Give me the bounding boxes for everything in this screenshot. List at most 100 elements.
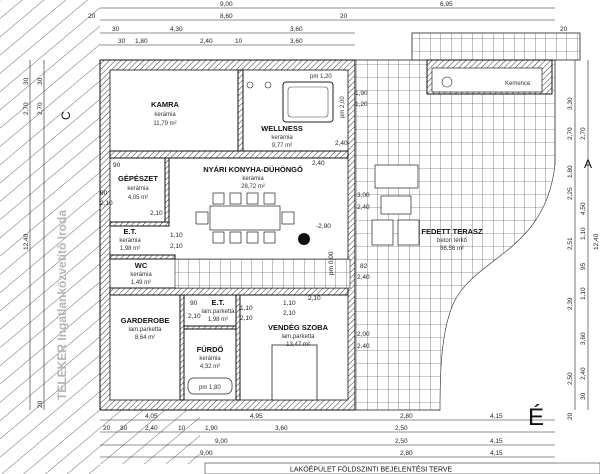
svg-text:kerámia: kerámia — [130, 272, 152, 278]
section-c-marker: C — [59, 111, 73, 120]
dimension-label: 1,10 — [170, 232, 183, 239]
dimension-label: 30 — [37, 77, 44, 85]
dimension-label: 30 — [118, 38, 126, 45]
dimension-label: 12,40 — [23, 233, 30, 250]
svg-text:kerámia: kerámia — [154, 112, 176, 118]
dimension-label: 4,15 — [490, 450, 503, 457]
dimension-label: 2,40 — [312, 160, 325, 167]
dimension-label: 3,60 — [290, 26, 303, 33]
svg-text:kerámia: kerámia — [199, 356, 221, 362]
dimension-label: 1,10 — [240, 305, 253, 312]
svg-text:4,32 m²: 4,32 m² — [200, 364, 220, 370]
dimension-label: 2,10 — [283, 310, 296, 317]
dimension-label: 20 — [340, 13, 348, 20]
svg-text:11,79 m²: 11,79 m² — [153, 121, 176, 127]
dimension-label: 2,10 — [170, 243, 183, 250]
dimension-label: 20 — [103, 425, 111, 432]
dimension-label: 3,60 — [580, 332, 587, 345]
dimension-label: 20 — [567, 412, 574, 420]
dimension-label: 4,50 — [580, 202, 587, 215]
dimension-label: 2,10 — [150, 210, 163, 217]
svg-text:9,77 m²: 9,77 m² — [272, 143, 292, 149]
dimension-label: 2,70 — [37, 102, 44, 115]
dimension-label: 2,10 — [308, 295, 321, 302]
dimension-label: 10 — [235, 38, 243, 45]
grill-icon — [441, 76, 453, 88]
svg-text:4,05 m²: 4,05 m² — [128, 195, 148, 201]
dimension-label: 9,00 — [220, 1, 233, 8]
dimension-label: 20 — [37, 400, 44, 408]
dimension-label: 3,00 — [357, 192, 370, 199]
room-gepeszet: GÉPÉSZET kerámia 4,05 m² — [118, 174, 158, 201]
ground-hatch-bottom — [100, 410, 200, 464]
pm-120-label: pm 1,20 — [310, 74, 332, 80]
dimension-label: 2,25 — [567, 187, 574, 200]
dimension-label: 1,10 — [580, 227, 587, 240]
jacuzzi — [282, 81, 334, 123]
svg-text:1,49 m²: 1,49 m² — [131, 280, 151, 286]
svg-text:kerámia: kerámia — [127, 186, 149, 192]
dimension-label: 4,05 — [145, 413, 158, 420]
dimension-label: 90 — [113, 162, 121, 169]
svg-text:KAMRA: KAMRA — [151, 100, 179, 109]
dimension-label: 20 — [88, 13, 96, 20]
dimension-label: 4,15 — [490, 438, 503, 445]
svg-text:kerámia: kerámia — [119, 238, 141, 244]
dimension-label: 30 — [120, 425, 128, 432]
dimension-label: 2,40 — [200, 38, 213, 45]
room-floor-terasz: beton térkő — [437, 238, 468, 244]
ground-hatch — [0, 0, 100, 474]
dimension-label: 12,40 — [593, 233, 600, 250]
svg-text:1,98 m²: 1,98 m² — [120, 246, 140, 252]
dimension-label: 2,40 — [357, 204, 370, 211]
dimension-label: 1,10 — [283, 300, 296, 307]
dimension-label: 30 — [23, 77, 30, 85]
dimension-label: 2,00 — [357, 331, 370, 338]
dimension-label: 2,10 — [188, 313, 201, 320]
dimension-label: 30 — [580, 392, 587, 400]
level-marker-icon — [298, 233, 310, 245]
svg-text:28,72 m²: 28,72 m² — [241, 184, 265, 190]
svg-text:kerámia: kerámia — [242, 176, 264, 182]
title-block-text: LAKÓÉPÜLET FÖLDSZINTI BEJELENTÉSI TERVE — [290, 465, 453, 474]
svg-text:GARDEROBE: GARDEROBE — [121, 316, 170, 325]
dimension-label: 2,51 — [567, 237, 574, 250]
shower-icon — [246, 81, 254, 89]
building: -2,90 pm 0,00 pm 1,80 pm 1,20 pm 2,00 KA… — [99, 59, 356, 411]
dimension-label: 2,80 — [400, 450, 413, 457]
terrace-stairs — [411, 32, 581, 61]
dimension-label: 6,95 — [440, 1, 453, 8]
dimension-label: 2,40 — [357, 343, 370, 350]
svg-text:lam.parketta: lam.parketta — [281, 334, 315, 340]
dimension-label: 2,40 — [145, 425, 158, 432]
dimension-lines — [29, 7, 589, 458]
dimension-label: 82 — [360, 263, 368, 270]
dimension-label: 3,60 — [290, 38, 303, 45]
dining-table — [195, 192, 295, 244]
dimension-label: 95 — [580, 262, 587, 270]
svg-text:WC: WC — [135, 261, 148, 270]
svg-text:GÉPÉSZET: GÉPÉSZET — [118, 174, 158, 183]
svg-text:NYÁRI KONYHA-DÜHÖNGŐ: NYÁRI KONYHA-DÜHÖNGŐ — [203, 165, 303, 174]
dimension-label: 2,40 — [580, 367, 587, 380]
dimension-label: 20 — [560, 26, 568, 33]
pm-200-label: pm 2,00 — [340, 96, 346, 118]
dimension-label: 2,70 — [567, 127, 574, 140]
dimension-label: 90 — [190, 300, 198, 307]
kemence-label: Kemence — [505, 81, 531, 87]
dimension-label: 30 — [112, 26, 120, 33]
svg-text:WELLNESS: WELLNESS — [261, 124, 303, 133]
north-marker: É — [528, 404, 544, 431]
stairs — [174, 258, 351, 289]
room-area-terasz: 66,56 m² — [440, 246, 464, 252]
watermark: TELEKER Ingatlanközvetítő Iroda — [55, 210, 69, 400]
dimension-label: 3,30 — [567, 97, 574, 110]
svg-text:8,64 m²: 8,64 m² — [135, 335, 155, 341]
dimension-label: 1,80 — [567, 165, 574, 178]
